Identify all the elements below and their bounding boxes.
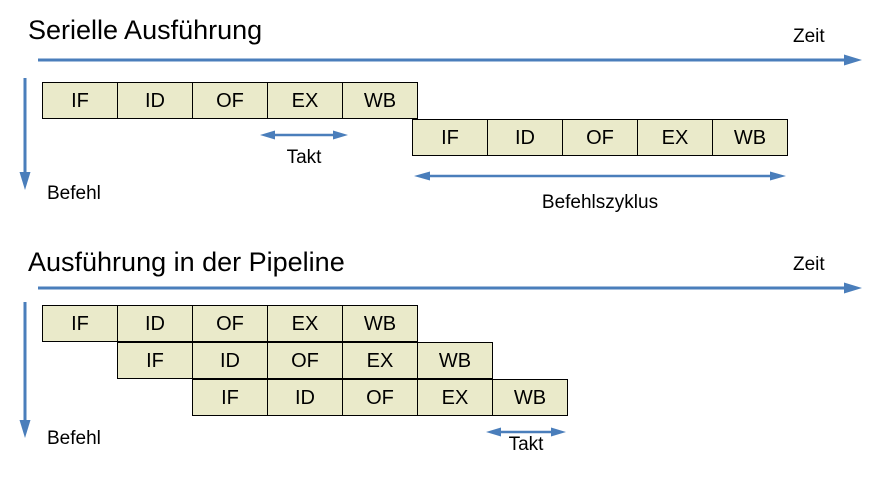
stage-row: IF ID OF EX WB [412,119,788,156]
stage-box-wb[interactable]: WB [712,119,788,156]
time-axis-label-serial: Zeit [793,26,825,47]
stage-box-ex[interactable]: EX [267,82,343,119]
stage-row: IF ID OF EX WB [42,305,418,342]
page-title-serial: Serielle Ausführung [28,15,263,45]
stage-box-id[interactable]: ID [117,305,193,342]
stage-box-ex[interactable]: EX [417,379,493,416]
stage-box-id[interactable]: ID [192,342,268,379]
stage-box-of[interactable]: OF [562,119,638,156]
measure-label-takt-pipeline: Takt [508,434,544,455]
stage-box-of[interactable]: OF [342,379,418,416]
stage-box-wb[interactable]: WB [342,82,418,119]
instruction-axis-arrow-serial [18,78,32,190]
stage-box-of[interactable]: OF [192,82,268,119]
stage-box-of[interactable]: OF [267,342,343,379]
stage-box-if[interactable]: IF [117,342,193,379]
measure-arrow-takt-pipeline [486,426,566,438]
instruction-axis-arrow-pipeline [18,302,32,438]
instruction-axis-label-serial: Befehl [47,183,101,204]
stage-row: IF ID OF EX WB [42,82,418,119]
stage-box-id[interactable]: ID [267,379,343,416]
stage-box-id[interactable]: ID [117,82,193,119]
stage-box-of[interactable]: OF [192,305,268,342]
measure-label-befehlszyklus: Befehlszyklus [541,192,659,213]
instruction-axis-label-pipeline: Befehl [47,428,101,449]
time-axis-label-pipeline: Zeit [793,254,825,275]
time-axis-arrow-pipeline [38,282,862,294]
stage-row: IF ID OF EX WB [117,342,493,379]
stage-box-wb[interactable]: WB [417,342,493,379]
stage-box-id[interactable]: ID [487,119,563,156]
stage-box-ex[interactable]: EX [267,305,343,342]
stage-box-if[interactable]: IF [412,119,488,156]
stage-box-if[interactable]: IF [192,379,268,416]
page-title-pipeline: Ausführung in der Pipeline [28,247,345,277]
stage-box-wb[interactable]: WB [492,379,568,416]
measure-arrow-befehlszyklus [414,170,786,182]
time-axis-arrow-serial [38,54,862,66]
measure-label-takt-serial: Takt [286,147,322,168]
stage-box-if[interactable]: IF [42,82,118,119]
section-ausfuehrung-in-der-pipeline: Ausführung in der Pipeline Zeit Befehl I… [0,236,887,483]
stage-box-if[interactable]: IF [42,305,118,342]
stage-box-ex[interactable]: EX [637,119,713,156]
section-serielle-ausfuehrung: Serielle Ausführung Zeit Befehl IF ID OF… [0,0,887,232]
stage-box-wb[interactable]: WB [342,305,418,342]
stage-box-ex[interactable]: EX [342,342,418,379]
stage-row: IF ID OF EX WB [192,379,568,416]
measure-arrow-takt-serial [260,129,348,141]
